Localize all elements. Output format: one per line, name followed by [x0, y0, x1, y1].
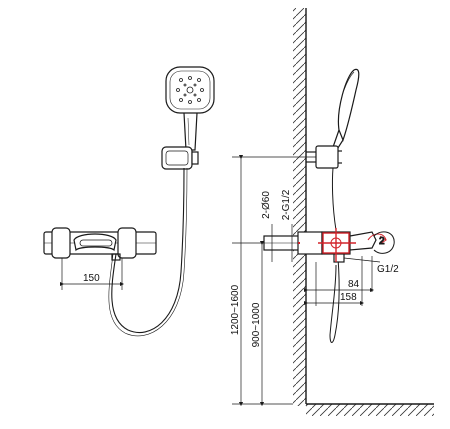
dim-label-84: 84	[348, 279, 360, 290]
dim-label-1200-1600: 1200~1600	[230, 284, 241, 335]
dim-label-900-1000: 900~1000	[251, 302, 262, 347]
temperature-knob-indicator: 2	[373, 231, 395, 254]
eccentric-highlight	[318, 228, 387, 262]
dim-label-158: 158	[340, 292, 357, 303]
hand-shower-head	[165, 66, 215, 151]
dim-label-inlet-thread: 2-G1/2	[281, 189, 292, 220]
dimension-150	[59, 258, 125, 290]
depth-dimension-lines	[303, 256, 381, 306]
shower-hose	[111, 167, 185, 334]
side-hose	[331, 167, 337, 231]
height-dimension-lines	[232, 154, 316, 407]
floor	[306, 403, 434, 416]
shower-holder	[161, 146, 199, 170]
dim-label-150: 150	[83, 273, 100, 284]
dim-label-outlet-diameter: 2-Ø60	[261, 191, 272, 219]
wall	[293, 8, 307, 406]
mixer-side-body	[263, 231, 377, 263]
thermostatic-mixer-front	[43, 227, 157, 261]
side-hose-lower	[329, 257, 340, 343]
dim-label-g12: G1/2	[377, 264, 399, 275]
side-shower-head	[331, 68, 360, 152]
svg-text:2: 2	[379, 236, 385, 247]
